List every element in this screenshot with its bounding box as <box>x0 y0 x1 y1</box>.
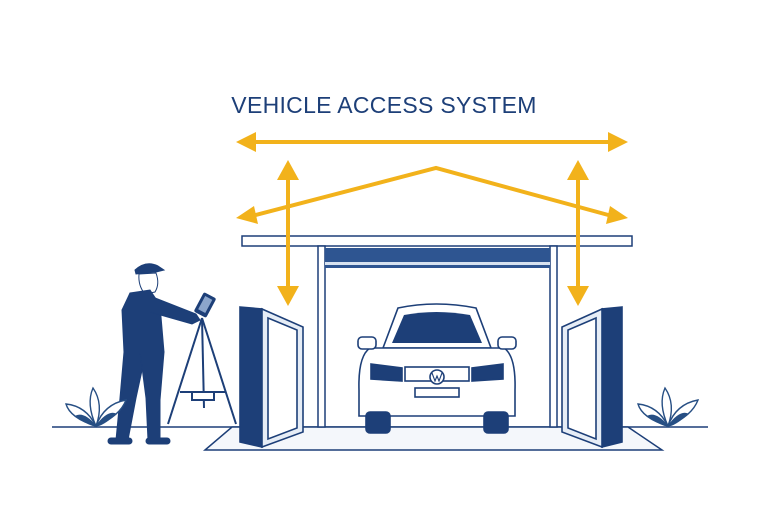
plant-icon <box>637 386 700 428</box>
technician-figure <box>107 263 201 445</box>
plant-icon <box>65 386 128 428</box>
gate-right <box>561 306 623 449</box>
tripod-stand <box>167 317 237 425</box>
garage-wall-left <box>317 245 326 428</box>
tablet-icon <box>194 292 216 318</box>
driveway-slab <box>202 426 665 451</box>
garage-wall-right <box>549 245 558 428</box>
garage-roof <box>241 235 633 247</box>
gate-left <box>239 306 304 449</box>
arrows <box>236 132 628 306</box>
car-icon <box>357 303 517 434</box>
garage-door-slat <box>325 262 550 265</box>
diagram-title: VEHICLE ACCESS SYSTEM <box>231 92 537 118</box>
